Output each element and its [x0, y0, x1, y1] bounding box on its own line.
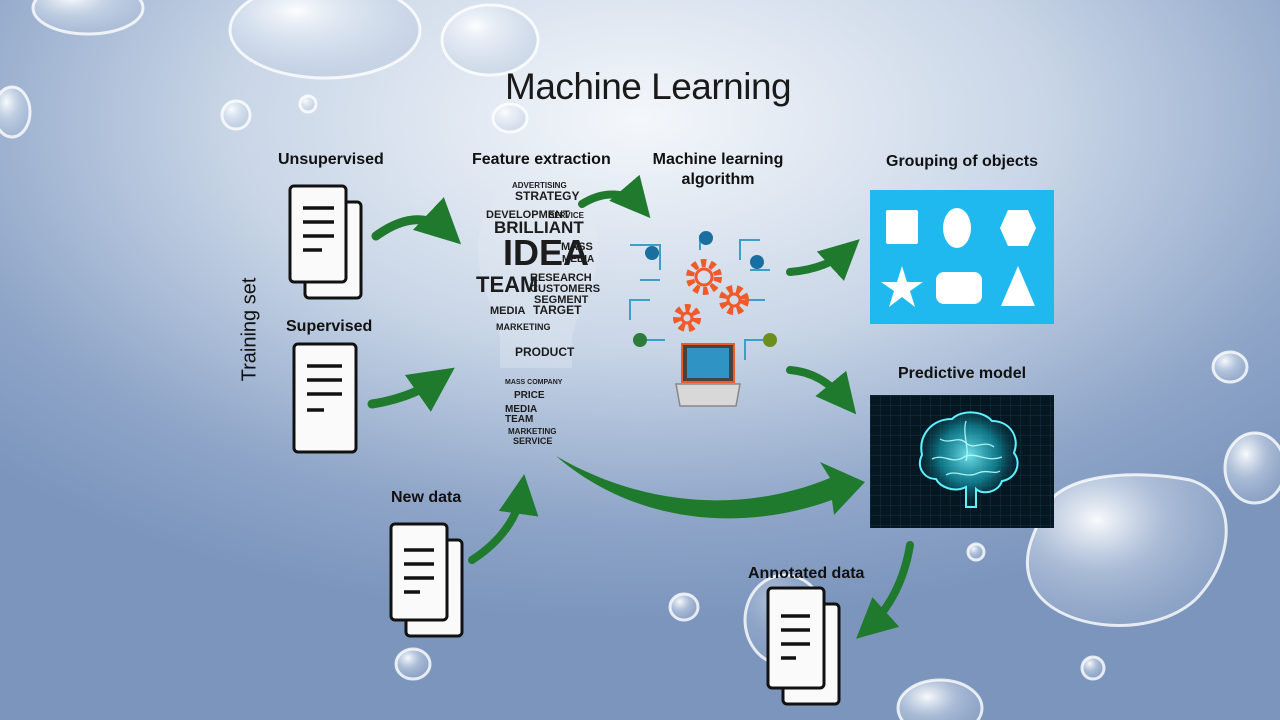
- arrow-feature-to-ml: [578, 174, 651, 219]
- square-shape: [886, 210, 918, 244]
- bulb-word: IDEA: [503, 232, 589, 273]
- label-grouping: Grouping of objects: [886, 153, 1038, 170]
- arrow-newdata-to-feature: [468, 474, 539, 564]
- ellipse-shape: [943, 208, 971, 248]
- droplet: [491, 102, 529, 134]
- grouping-panel: [870, 190, 1054, 324]
- bulb-word: DEVELOPMENT: [486, 209, 570, 221]
- droplet: [1080, 655, 1106, 681]
- bulb-word: TARGET: [533, 303, 582, 317]
- bulb-word: MEDIA: [562, 254, 594, 265]
- bulb-word: SERVICE: [549, 211, 585, 220]
- document-icon: [766, 586, 841, 706]
- droplet: [31, 0, 145, 36]
- droplet: [1223, 431, 1280, 505]
- droplet: [298, 94, 318, 114]
- document-icon: [288, 184, 363, 300]
- bulb-word: MEDIA: [490, 305, 526, 317]
- droplet: [668, 592, 700, 622]
- bulb-word: ADVERTISING: [512, 181, 567, 190]
- bulb-word: TEAM: [505, 414, 533, 425]
- label-supervised: Supervised: [286, 318, 373, 335]
- bulb-word: BRILLIANT: [494, 218, 584, 237]
- brain-outline: [918, 411, 1019, 508]
- star-shape: [881, 266, 923, 307]
- bulb-word: RESEARCH: [530, 272, 592, 284]
- bulb-word: MASS: [561, 241, 593, 253]
- arrow-ml-to-predictive: [786, 366, 857, 415]
- lightbulb-word-cloud: ADVERTISING STRATEGY DEVELOPMENT SERVICE…: [476, 179, 600, 446]
- droplet: [0, 85, 32, 139]
- arrow-ml-to-grouping: [786, 239, 860, 281]
- droplet: [896, 678, 984, 720]
- label-ml-algorithm-line1: Machine learning: [652, 151, 784, 168]
- brain-icon: [870, 395, 1054, 528]
- bulb-word: PRODUCT: [515, 345, 575, 359]
- droplet: [228, 0, 422, 80]
- arrow-supervised-to-feature: [367, 367, 455, 412]
- droplet: [1211, 350, 1249, 384]
- triangle-shape: [1001, 266, 1035, 306]
- bulb-word: SEGMENT: [534, 294, 589, 306]
- arrow-predictive-to-annotated: [856, 541, 914, 639]
- droplet: [966, 542, 986, 562]
- droplet: [1025, 473, 1228, 627]
- predictive-model-panel: [870, 395, 1054, 528]
- bulb-word: SERVICE: [513, 436, 552, 446]
- label-ml-algorithm-line2: algorithm: [681, 171, 755, 188]
- bulb-word: MARKETING: [508, 427, 556, 436]
- document-icon: [292, 342, 358, 454]
- page-title: Machine Learning: [505, 66, 792, 107]
- label-annotated-data: Annotated data: [748, 565, 865, 582]
- label-ml-algorithm: Machine learning algorithm: [648, 151, 788, 189]
- bulb-word: MEDIA: [505, 404, 537, 415]
- label-new-data: New data: [391, 489, 462, 506]
- arrow-feature-to-predictive: [556, 456, 865, 519]
- label-feature-extraction: Feature extraction: [472, 151, 611, 168]
- droplet: [220, 99, 252, 131]
- rounded-rect-shape: [936, 272, 982, 304]
- bulb-word: CUSTOMERS: [530, 283, 600, 295]
- bulb-word: STRATEGY: [515, 189, 579, 203]
- label-unsupervised: Unsupervised: [278, 151, 384, 168]
- arrow-unsupervised-to-feature: [371, 197, 462, 245]
- bulb-word: MARKETING: [496, 322, 551, 332]
- gears-laptop-icon: [629, 231, 777, 407]
- bulb-word: PRICE: [514, 390, 545, 401]
- hexagon-shape: [1000, 210, 1036, 246]
- label-predictive-model: Predictive model: [898, 365, 1027, 382]
- bulb-word: TEAM: [476, 272, 538, 297]
- document-icon: [389, 522, 464, 638]
- droplet: [440, 3, 540, 77]
- shapes-icon: [881, 208, 1036, 307]
- bulb-word: MASS COMPANY: [505, 379, 563, 386]
- droplet: [394, 647, 432, 681]
